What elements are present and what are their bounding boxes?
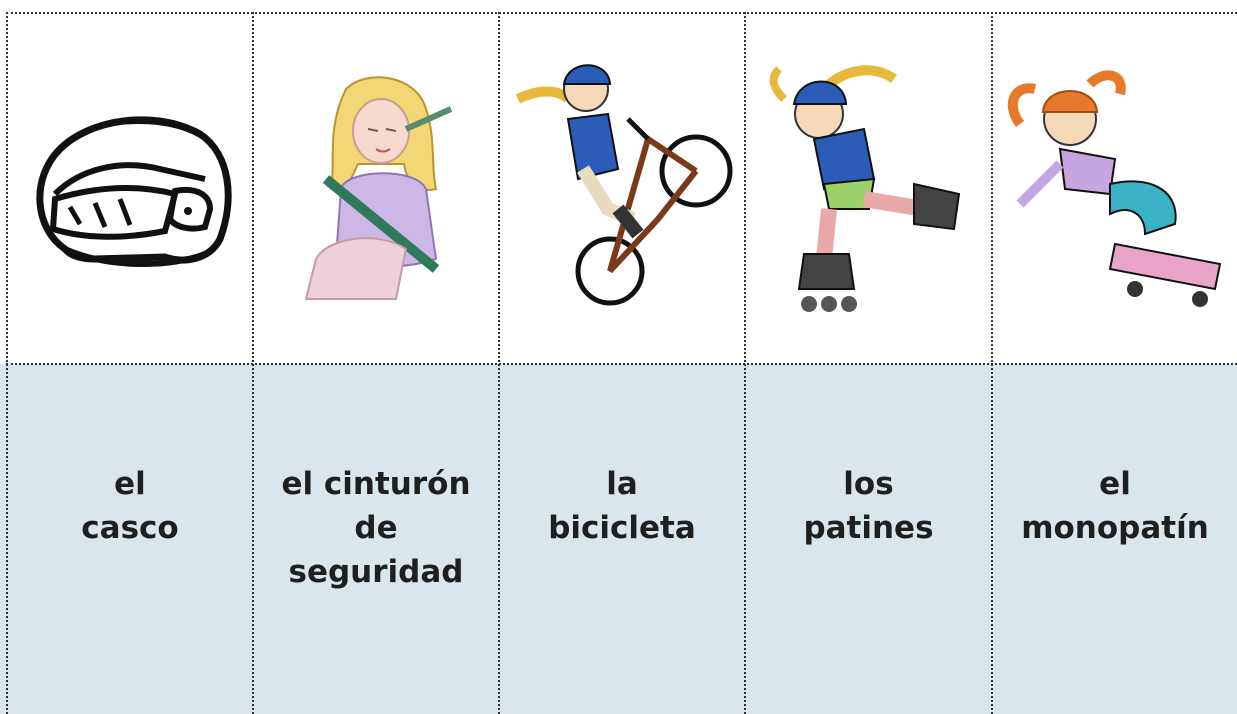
- seat-belt-girl-icon: [304, 76, 453, 300]
- card-5-label: el monopatín: [993, 366, 1237, 714]
- column-divider: [991, 12, 993, 714]
- label-text: el monopatín: [1021, 466, 1209, 546]
- card-2-picture: [254, 14, 498, 364]
- column-divider: [252, 12, 254, 714]
- label-text: la bicicleta: [548, 466, 696, 546]
- card-5-picture: [993, 14, 1237, 364]
- card-3-picture: [500, 14, 744, 364]
- bicycle-girl-icon: [515, 64, 733, 306]
- column-divider: [498, 12, 500, 714]
- card-2-label: el cinturón de seguridad: [254, 366, 498, 714]
- card-1-label: el casco: [8, 366, 252, 714]
- label-text: el casco: [81, 466, 179, 546]
- skateboard-girl-icon: [1007, 70, 1222, 307]
- column-divider: [744, 12, 746, 714]
- card-4-label: los patines: [746, 366, 991, 714]
- label-text: el cinturón de seguridad: [281, 466, 471, 590]
- label-row: [0, 364, 1237, 714]
- card-4-picture: [746, 14, 991, 364]
- card-3-label: la bicicleta: [500, 366, 744, 714]
- roller-skates-girl-icon: [769, 65, 960, 312]
- column-divider: [6, 12, 8, 714]
- label-text: los patines: [803, 466, 934, 546]
- top-dotted-border: [6, 12, 1237, 14]
- helmet-icon: [36, 116, 232, 268]
- card-1-picture: [8, 14, 252, 364]
- middle-dotted-border: [6, 363, 1237, 365]
